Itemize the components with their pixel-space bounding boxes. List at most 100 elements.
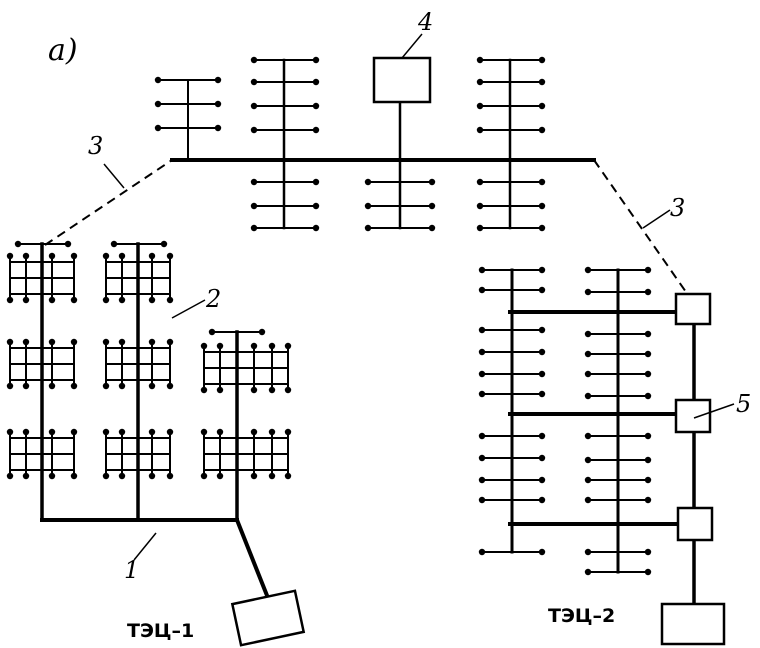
consumer-dot <box>478 454 486 462</box>
consumer-dot <box>644 568 652 576</box>
consumer-dot <box>476 102 484 110</box>
substation-box <box>674 292 712 326</box>
consumer-dot <box>148 338 156 346</box>
consumer-dot <box>284 428 292 436</box>
consumer-dot <box>250 224 258 232</box>
consumer-dot <box>22 472 30 480</box>
consumer-dot <box>70 252 78 260</box>
label-main-line: 1 <box>124 556 139 584</box>
consumer-dot <box>250 56 258 64</box>
leader-link-left <box>103 163 125 189</box>
consumer-dot <box>428 224 436 232</box>
consumer-dot <box>644 496 652 504</box>
consumer-dot <box>478 286 486 294</box>
consumer-dot <box>118 472 126 480</box>
consumer-dot <box>644 350 652 358</box>
consumer-dot <box>364 224 372 232</box>
consumer-dot <box>216 472 224 480</box>
consumer-dot <box>200 342 208 350</box>
consumer-dot <box>48 382 56 390</box>
consumer-dot <box>258 328 266 336</box>
consumer-dot <box>476 224 484 232</box>
main-line-1 <box>234 517 271 601</box>
consumer-dot <box>166 428 174 436</box>
consumer-dot <box>166 338 174 346</box>
consumer-dot <box>250 102 258 110</box>
consumer-dot <box>214 100 222 108</box>
label-link-left: 3 <box>88 132 103 160</box>
peak-source-box <box>372 56 432 104</box>
consumer-dot <box>214 76 222 84</box>
consumer-dot <box>102 472 110 480</box>
consumer-dot <box>364 178 372 186</box>
consumer-dot <box>268 386 276 394</box>
consumer-dot <box>148 428 156 436</box>
consumer-dot <box>250 342 258 350</box>
label-peak-source: 4 <box>417 8 433 36</box>
caption-chp2: ТЭЦ–2 <box>548 605 615 627</box>
consumer-dot <box>14 240 22 248</box>
consumer-dot <box>102 428 110 436</box>
consumer-dot <box>250 78 258 86</box>
consumer-dot <box>268 472 276 480</box>
consumer-dot <box>166 296 174 304</box>
label-link-right: 3 <box>670 194 685 222</box>
consumer-dot <box>644 456 652 464</box>
consumer-dot <box>312 178 320 186</box>
consumer-dot <box>584 370 592 378</box>
consumer-dot <box>644 288 652 296</box>
consumer-dot <box>644 266 652 274</box>
consumer-dot <box>538 102 546 110</box>
consumer-dot <box>644 370 652 378</box>
consumer-dot <box>312 102 320 110</box>
consumer-dot <box>476 178 484 186</box>
consumer-dots <box>6 56 652 576</box>
consumer-dot <box>6 252 14 260</box>
consumer-dot <box>6 338 14 346</box>
consumer-dot <box>250 178 258 186</box>
consumer-dot <box>102 252 110 260</box>
consumer-dot <box>584 350 592 358</box>
consumer-dot <box>154 100 162 108</box>
consumer-dot <box>538 370 546 378</box>
link-line-right <box>593 159 687 293</box>
consumer-dot <box>214 124 222 132</box>
consumer-dot <box>154 76 162 84</box>
consumer-dot <box>70 338 78 346</box>
consumer-dot <box>64 240 72 248</box>
consumer-dot <box>148 296 156 304</box>
consumer-dot <box>102 382 110 390</box>
chp2-box <box>660 602 726 646</box>
label-substation: 5 <box>736 390 751 418</box>
consumer-dot <box>22 252 30 260</box>
leader-distribution <box>171 299 206 319</box>
consumer-dot <box>70 382 78 390</box>
consumer-dot <box>250 472 258 480</box>
consumer-dot <box>200 472 208 480</box>
consumer-dot <box>284 386 292 394</box>
consumer-dot <box>538 56 546 64</box>
consumer-dot <box>478 326 486 334</box>
consumer-dot <box>538 432 546 440</box>
consumer-dot <box>538 224 546 232</box>
consumer-dot <box>476 56 484 64</box>
label-distribution: 2 <box>205 285 221 313</box>
consumer-dot <box>22 338 30 346</box>
consumer-dot <box>6 296 14 304</box>
consumer-dot <box>538 496 546 504</box>
consumer-dot <box>118 296 126 304</box>
consumer-dot <box>312 126 320 134</box>
consumer-dot <box>538 326 546 334</box>
consumer-dot <box>584 392 592 400</box>
consumer-dot <box>166 252 174 260</box>
consumer-dot <box>476 78 484 86</box>
consumer-dot <box>584 266 592 274</box>
leader-link-right <box>642 209 671 229</box>
consumer-dot <box>538 202 546 210</box>
substation-box <box>674 398 712 434</box>
consumer-dot <box>6 428 14 436</box>
consumer-dot <box>584 432 592 440</box>
consumer-dot <box>584 476 592 484</box>
consumer-dot <box>148 472 156 480</box>
consumer-dot <box>538 548 546 556</box>
